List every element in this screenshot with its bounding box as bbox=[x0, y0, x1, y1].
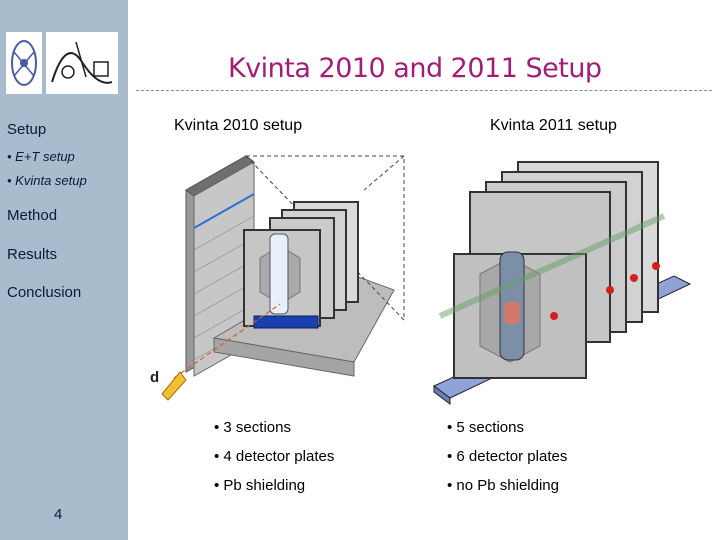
page-number: 4 bbox=[54, 506, 63, 523]
nav-setup[interactable]: Setup bbox=[7, 121, 47, 138]
beam-label: d bbox=[150, 369, 159, 386]
bullet-2011-1: • 5 sections bbox=[447, 419, 524, 436]
heading-2010: Kvinta 2010 setup bbox=[174, 117, 303, 134]
nav-conclusion[interactable]: Conclusion bbox=[7, 284, 82, 301]
detector-plates-2010 bbox=[243, 201, 359, 329]
nav-et-setup[interactable]: • E+T setup bbox=[7, 149, 75, 164]
nav-kvinta-setup[interactable]: • Kvinta setup bbox=[7, 173, 87, 188]
heading-2011: Kvinta 2011 setup bbox=[490, 117, 617, 134]
bullet-2010-2: • 4 detector plates bbox=[214, 448, 335, 465]
bullet-2010-3: • Pb shielding bbox=[214, 477, 306, 494]
bullet-2011-2: • 6 detector plates bbox=[447, 448, 568, 465]
detector-plates-2011 bbox=[433, 161, 692, 405]
beam-arrow-icon bbox=[161, 371, 187, 401]
nav-method[interactable]: Method bbox=[7, 207, 58, 224]
sidebar: Setup • E+T setup • Kvinta setup Method … bbox=[0, 0, 128, 540]
bullet-2010-1: • 3 sections bbox=[214, 419, 291, 436]
setup-diagram: d bbox=[134, 150, 700, 415]
lab-logo bbox=[46, 32, 118, 94]
title-divider bbox=[136, 90, 712, 91]
bullet-2011-3: • no Pb shielding bbox=[447, 477, 559, 494]
nav-results[interactable]: Results bbox=[7, 246, 58, 263]
institute-logo bbox=[6, 32, 42, 94]
slide-title: Kvinta 2010 and 2011 Setup bbox=[228, 53, 602, 84]
